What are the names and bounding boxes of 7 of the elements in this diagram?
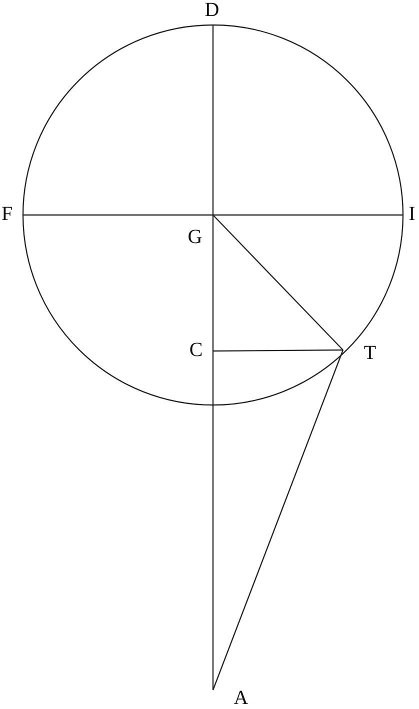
point-label: G [188,227,202,247]
point-label: I [408,204,416,224]
point-label: D [204,0,220,20]
point-label: T [364,343,376,363]
point-label: C [189,340,203,360]
point-label: F [1,204,13,224]
point-label: A [234,688,248,708]
